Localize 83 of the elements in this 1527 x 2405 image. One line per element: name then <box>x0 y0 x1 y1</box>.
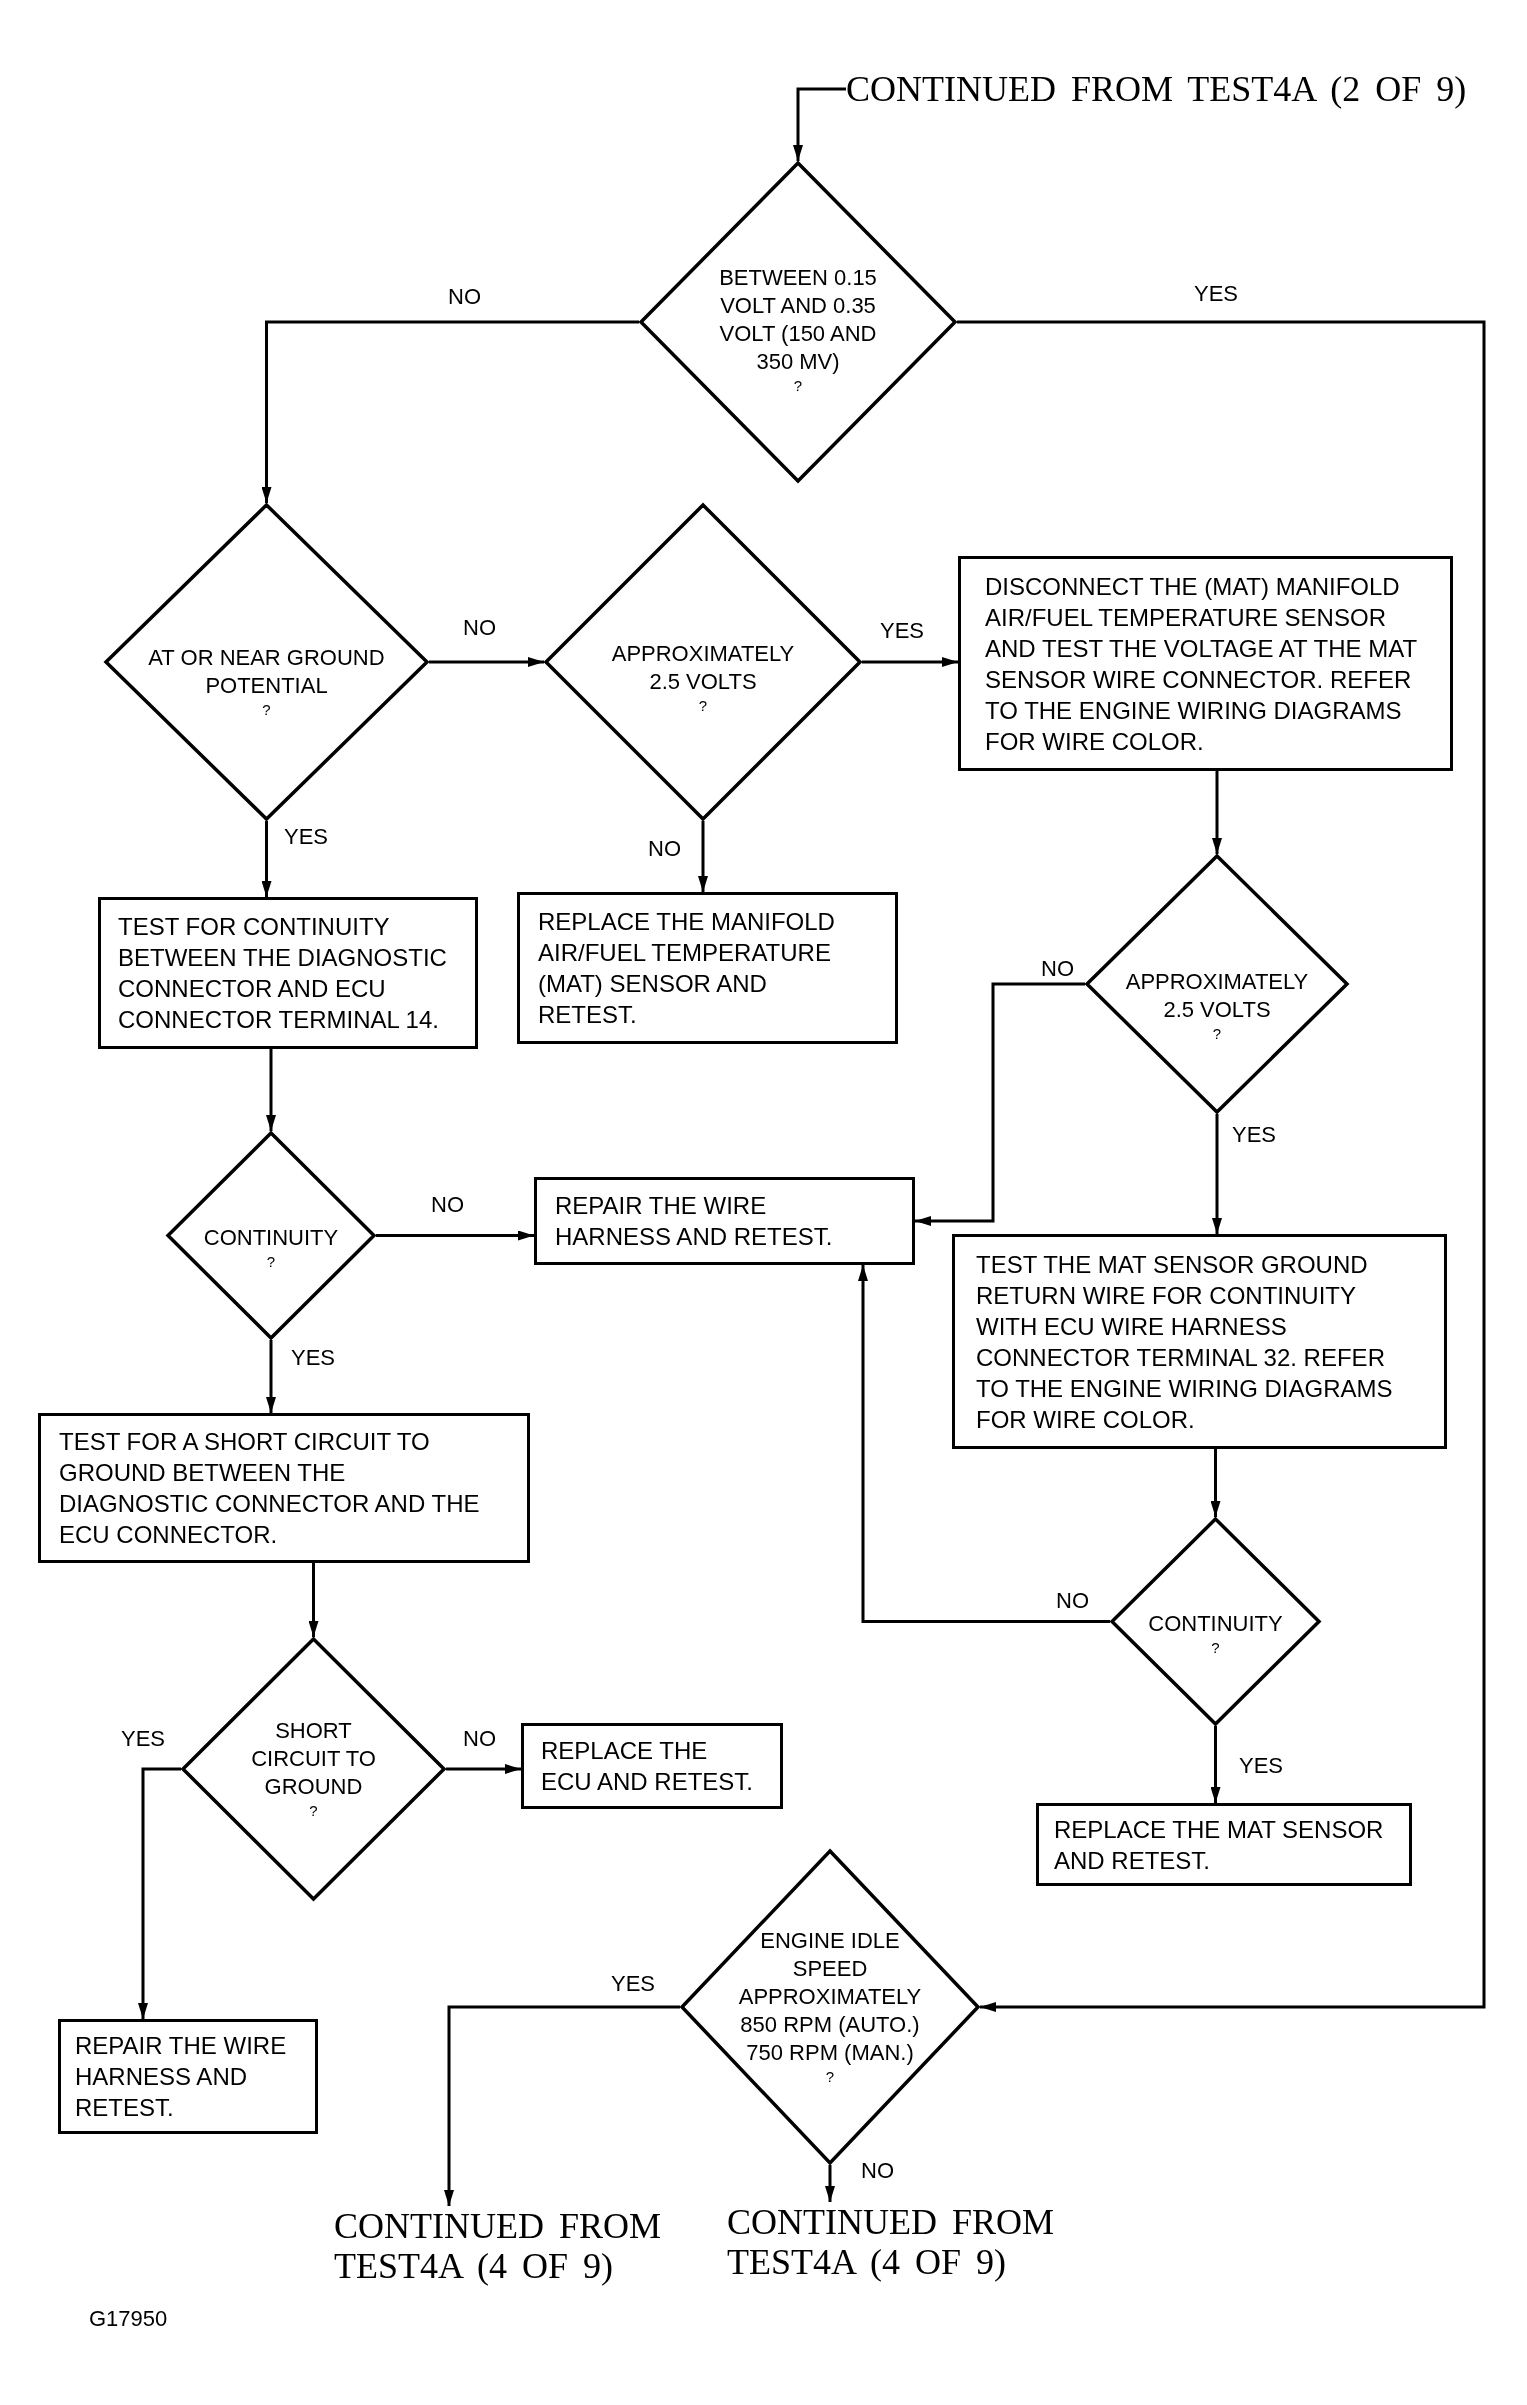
edge-label: YES <box>611 1973 656 1995</box>
step-text: REPAIR THE WIRE HARNESS AND RETEST. <box>555 1191 834 1252</box>
figure-number: G17950 <box>89 2308 168 2330</box>
edge-label: YES <box>880 620 925 642</box>
process-box <box>38 1413 530 1563</box>
edge-label: NO <box>463 617 496 639</box>
edge-label: NO <box>448 286 481 308</box>
arrow <box>308 1563 319 1637</box>
process-box <box>517 892 898 1044</box>
question-text: APPROXIMATELY 2.5 VOLTS <box>1124 968 1310 1024</box>
edge-label: NO <box>431 1194 464 1216</box>
decision-diamond <box>1085 854 1349 1114</box>
question-text: CONTINUITY <box>1148 1609 1283 1638</box>
question-mark: ? <box>793 376 803 396</box>
decision-diamond <box>1110 1517 1321 1726</box>
question-mark: ? <box>309 1801 318 1821</box>
arrow <box>1212 771 1222 854</box>
question-mark: ? <box>1211 1637 1220 1658</box>
question-text: AT OR NEAR GROUND POTENTIAL <box>147 644 386 700</box>
process-box <box>1036 1803 1412 1886</box>
arrow <box>1212 1114 1222 1234</box>
decision-diamond <box>104 503 429 821</box>
continuation-text: CONTINUED FROM TEST4A (2 OF 9) <box>846 69 1486 109</box>
edge-label: YES <box>284 826 329 848</box>
decision-diamond <box>544 503 862 821</box>
arrow <box>429 657 544 667</box>
step-text: REPLACE THE ECU AND RETEST. <box>541 1736 755 1797</box>
question-text: SHORT CIRCUIT TO GROUND <box>250 1717 377 1801</box>
step-text: REPAIR THE WIRE HARNESS AND RETEST. <box>75 2031 288 2123</box>
step-text: DISCONNECT THE (MAT) MANIFOLD AIR/FUEL TEMPERATURE SENSOR AND TEST THE VOLTAGE AT THE MAT SENSOR WIRE CONNECTOR. REFER TO THE ENGINE WIRING DIAGRAMS FOR WIRE COLOR. <box>985 571 1418 757</box>
continuation-text: CONTINUED FROM TEST4A (4 OF 9) <box>727 2202 1077 2282</box>
question-text: CONTINUITY <box>203 1223 339 1252</box>
edge-label: YES <box>1232 1124 1277 1146</box>
edge-label: YES <box>291 1347 336 1369</box>
decision-diamond <box>639 161 957 483</box>
process-box <box>534 1177 915 1265</box>
arrow <box>376 1230 534 1241</box>
process-box <box>58 2019 318 2134</box>
arrow <box>266 1340 276 1413</box>
arrow <box>446 1764 521 1774</box>
question-mark: ? <box>698 696 708 716</box>
arrow <box>261 320 639 503</box>
arrow <box>825 2165 835 2202</box>
continuation-text: CONTINUED FROM TEST4A (4 OF 9) <box>334 2206 684 2286</box>
arrow <box>138 1767 181 2019</box>
edge-label: YES <box>1194 283 1239 305</box>
step-text: TEST FOR A SHORT CIRCUIT TO GROUND BETWEEN THE DIAGNOSTIC CONNECTOR AND THE ECU CONNECTOR. <box>59 1427 481 1550</box>
edge-label: NO <box>861 2160 894 2182</box>
edge-label: YES <box>1239 1755 1284 1777</box>
arrow <box>862 657 958 667</box>
step-text: TEST FOR CONTINUITY BETWEEN THE DIAGNOSTIC CONNECTOR AND ECU CONNECTOR TERMINAL 14. <box>118 912 448 1035</box>
process-box <box>952 1234 1447 1449</box>
edge-label: NO <box>1056 1590 1089 1612</box>
decision-diamond <box>166 1131 376 1340</box>
edge-label: NO <box>1041 958 1074 980</box>
step-text: REPLACE THE MAT SENSOR AND RETEST. <box>1054 1814 1385 1876</box>
process-box <box>521 1723 783 1809</box>
arrow <box>957 320 1486 2012</box>
arrow <box>444 2005 680 2206</box>
question-text: APPROXIMATELY 2.5 VOLTS <box>610 640 796 696</box>
decision-diamond <box>181 1637 446 1901</box>
question-text: ENGINE IDLE SPEED APPROXIMATELY 850 RPM (AUTO.) 750 RPM (MAN.) <box>737 1927 923 2067</box>
question-mark: ? <box>266 1251 276 1272</box>
question-mark: ? <box>262 700 271 720</box>
question-mark: ? <box>825 2067 835 2087</box>
arrow <box>1210 1726 1221 1803</box>
question-mark: ? <box>1212 1024 1222 1044</box>
arrow <box>698 821 708 892</box>
arrow <box>1210 1449 1221 1517</box>
question-text: BETWEEN 0.15 VOLT AND 0.35 VOLT (150 AND 350 MV) <box>718 264 878 376</box>
decision-diamond <box>680 1849 980 2165</box>
arrow <box>261 821 272 897</box>
arrow <box>266 1049 276 1131</box>
step-text: TEST THE MAT SENSOR GROUND RETURN WIRE FOR CONTINUITY WITH ECU WIRE HARNESS CONNECTOR TERMINAL 32. REFER TO THE ENGINE WIRING DIAGRAMS FOR WIRE COLOR. <box>976 1249 1394 1435</box>
process-box <box>98 897 478 1049</box>
step-text: REPLACE THE MANIFOLD AIR/FUEL TEMPERATURE (MAT) SENSOR AND RETEST. <box>538 907 836 1030</box>
arrow <box>858 1265 1110 1623</box>
edge-label: NO <box>463 1728 496 1750</box>
edge-label: YES <box>121 1728 166 1750</box>
edge-label: NO <box>648 838 681 860</box>
process-box <box>958 556 1453 771</box>
arrow <box>793 87 846 161</box>
arrow <box>915 982 1085 1226</box>
